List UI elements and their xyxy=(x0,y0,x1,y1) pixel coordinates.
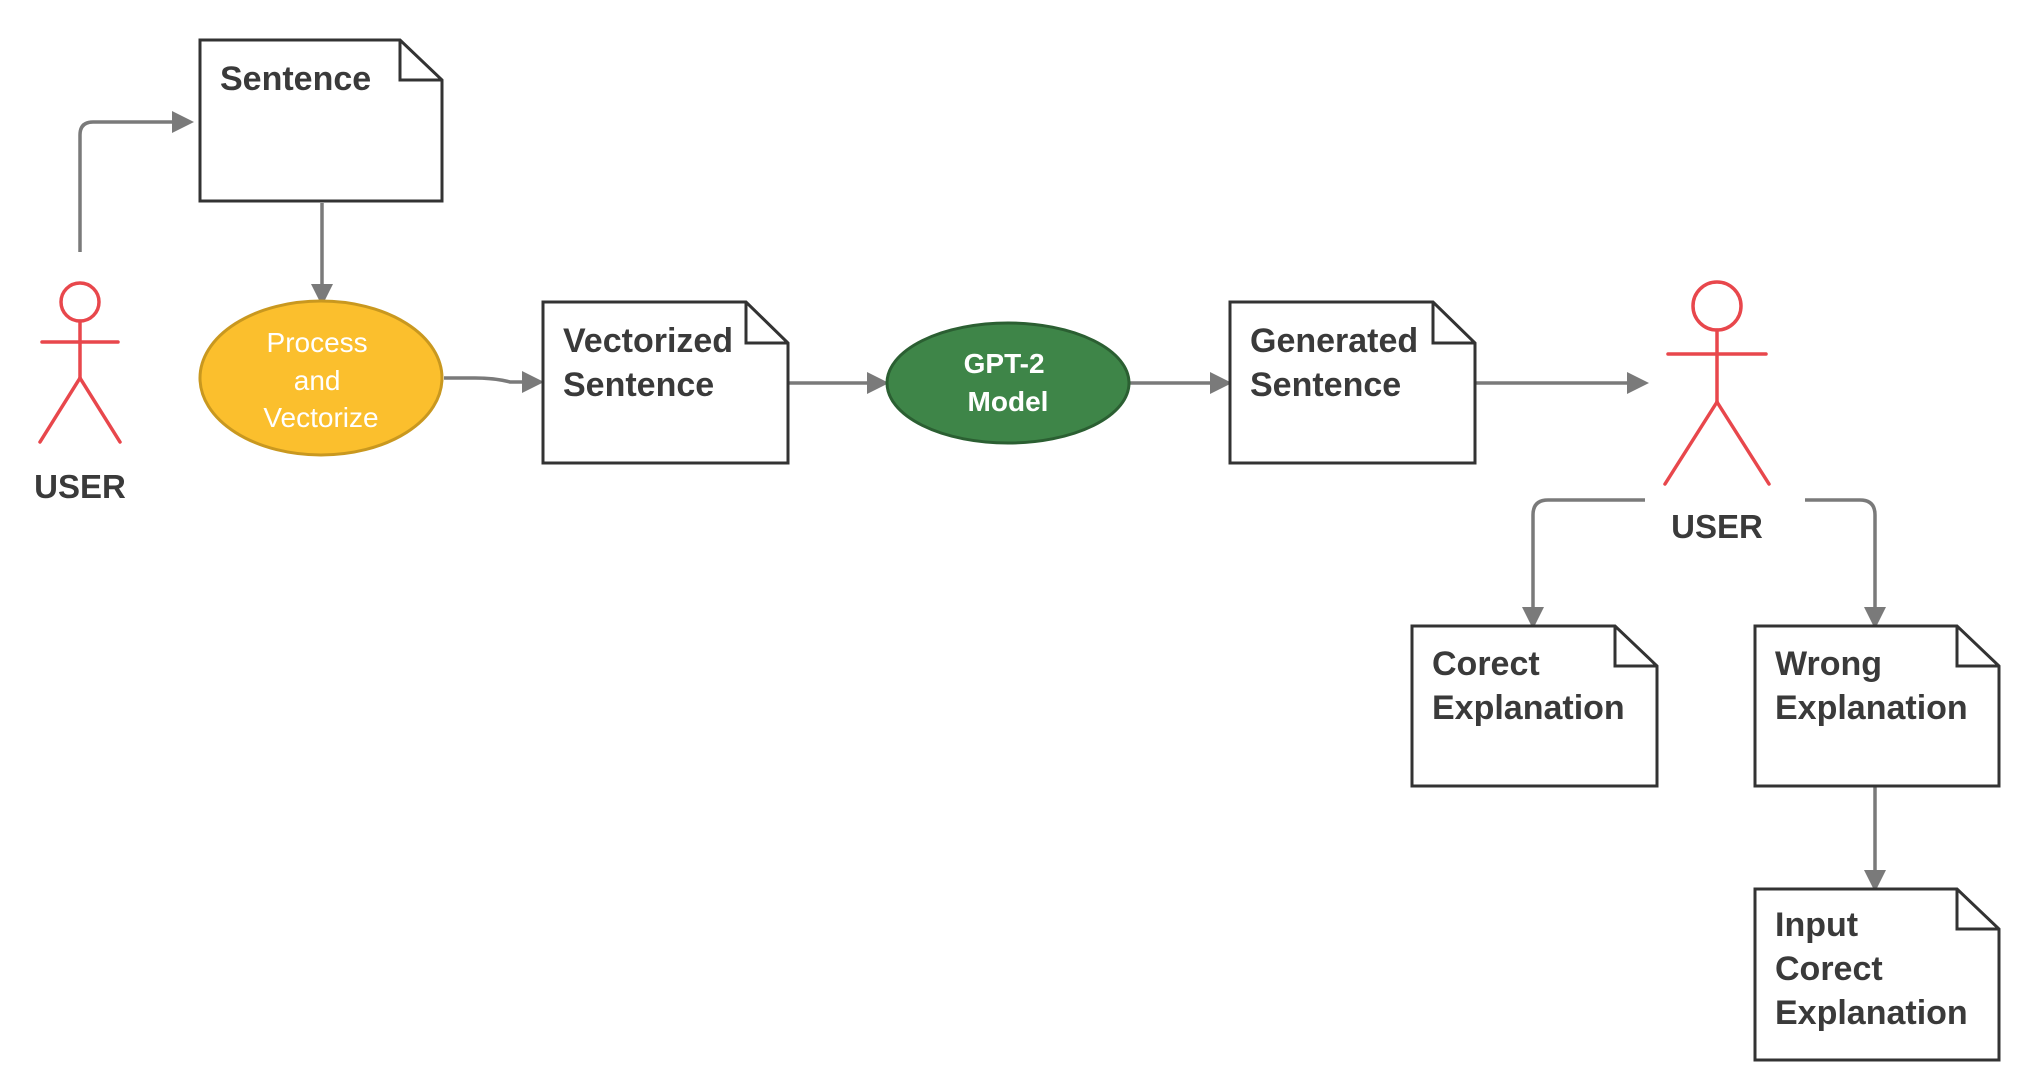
document-input-correct-explanation: Input Corect Explanation xyxy=(1753,887,2001,1062)
document-sentence: Sentence xyxy=(198,38,444,203)
document-sentence-label: Sentence xyxy=(220,60,371,98)
edge-user-to-correct xyxy=(1522,498,1645,629)
user-right-icon xyxy=(1663,280,1771,486)
user-right-label: USER xyxy=(1671,508,1763,545)
user-actor-left: USER xyxy=(34,281,126,505)
edge-user-to-wrong xyxy=(1805,498,1886,629)
document-wrong-label: Wrong Explanation xyxy=(1775,645,1968,727)
document-correct-explanation: Corect Explanation xyxy=(1410,624,1659,788)
process-vectorize-label: Process and Vectorize xyxy=(263,327,378,433)
document-wrong-explanation: Wrong Explanation xyxy=(1753,624,2001,788)
edge-process-to-vectorized xyxy=(444,371,544,393)
edge-user-to-sentence xyxy=(78,111,194,252)
gpt2-model-label: GPT-2 Model xyxy=(964,348,1053,417)
document-generated-label: Generated Sentence xyxy=(1250,322,1428,404)
user-left-label: USER xyxy=(34,468,126,505)
document-vectorized-label: Vectorized Sentence xyxy=(563,322,743,404)
document-vectorized-sentence: Vectorized Sentence xyxy=(541,300,790,465)
document-input-label: Input Corect Explanation xyxy=(1775,906,1968,1032)
process-vectorize-node: Process and Vectorize xyxy=(198,299,444,457)
document-generated-sentence: Generated Sentence xyxy=(1228,300,1477,465)
user-actor-right: USER xyxy=(1663,280,1771,545)
document-correct-label: Corect Explanation xyxy=(1432,645,1625,727)
user-left-icon xyxy=(38,281,122,444)
gpt2-model-node: GPT-2 Model xyxy=(885,321,1131,445)
